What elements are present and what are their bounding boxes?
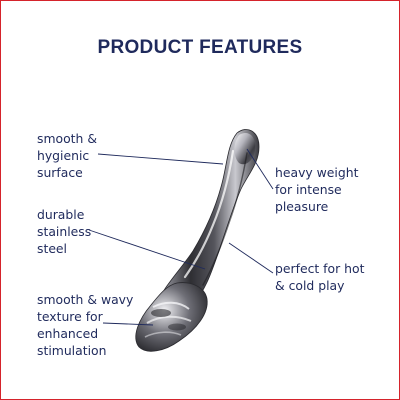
feature-line: & cold play	[275, 278, 345, 293]
feature-line: durable	[37, 207, 85, 222]
feature-line: for intense	[275, 182, 342, 197]
feature-line: pleasure	[275, 199, 329, 214]
feature-line: smooth & wavy	[37, 292, 134, 307]
feature-line: hygienic	[37, 148, 90, 163]
leader-line-texture	[102, 322, 154, 326]
feature-line: steel	[37, 241, 68, 256]
feature-line: perfect for hot	[275, 261, 365, 276]
feature-hot-cold-play: perfect for hot & cold play	[275, 260, 364, 294]
leader-line-hot	[228, 242, 274, 274]
feature-line: surface	[37, 165, 83, 180]
feature-line: heavy weight	[275, 165, 359, 180]
leader-line-heavy	[246, 148, 274, 190]
feature-smooth-hygienic: smooth & hygienic surface	[37, 130, 97, 181]
feature-line: stainless	[37, 224, 92, 239]
feature-line: texture for	[37, 309, 103, 324]
leader-line-durable	[88, 229, 206, 270]
steel-wand-shape	[135, 129, 260, 352]
feature-wavy-texture: smooth & wavy texture for enhanced stimu…	[37, 291, 133, 359]
feature-line: smooth &	[37, 131, 97, 146]
leader-line-smooth	[97, 153, 224, 165]
feature-heavy-weight: heavy weight for intense pleasure	[275, 164, 358, 215]
feature-line: stimulation	[37, 343, 107, 358]
page-title: PRODUCT FEATURES	[97, 37, 303, 58]
feature-durable-steel: durable stainless steel	[37, 206, 91, 257]
feature-line: enhanced	[37, 326, 99, 341]
